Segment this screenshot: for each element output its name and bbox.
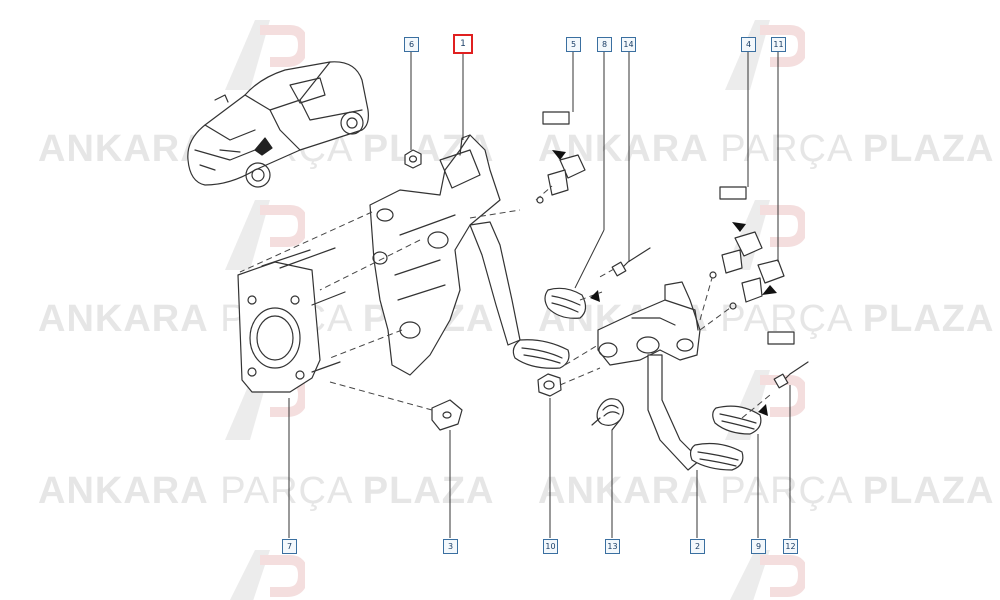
callout-13[interactable]: 13 [605, 539, 620, 554]
nut-10 [537, 373, 562, 397]
callout-6[interactable]: 6 [404, 37, 419, 52]
rivet-14 [611, 247, 651, 277]
pedal-pad-8 [544, 287, 587, 319]
callout-2[interactable]: 2 [690, 539, 705, 554]
watermark-logo [230, 550, 305, 600]
pedal-sensor-11 [729, 259, 795, 345]
pedal-bracket [237, 247, 346, 393]
watermark-text: ANKARA PARÇA PLAZA [38, 470, 495, 512]
watermark-logo [730, 550, 805, 600]
clutch-pedal-bracket [597, 281, 701, 366]
watermark-logo [225, 20, 305, 90]
callout-7[interactable]: 7 [282, 539, 297, 554]
callout-11[interactable]: 11 [771, 37, 786, 52]
callout-14[interactable]: 14 [621, 37, 636, 52]
spring-13 [591, 398, 625, 431]
callout-1-selected[interactable]: 1 [453, 34, 473, 54]
washer-3 [431, 399, 463, 431]
pedal-pad-9 [712, 405, 762, 435]
pedal-sensor-4 [709, 186, 763, 279]
nut-6 [404, 149, 422, 169]
rivet-12 [773, 361, 809, 389]
callout-3[interactable]: 3 [443, 539, 458, 554]
clutch-pedal-arm [647, 354, 744, 471]
callout-10[interactable]: 10 [543, 539, 558, 554]
car-locator-illustration [187, 61, 369, 188]
brake-pedal-arm [469, 221, 570, 369]
pedal-sensor-5 [536, 111, 586, 204]
watermark-text: ANKARA PARÇA PLAZA [538, 470, 995, 512]
watermark-text: ANKARA PARÇA PLAZA [538, 128, 995, 170]
callout-8[interactable]: 8 [597, 37, 612, 52]
callout-12[interactable]: 12 [783, 539, 798, 554]
callout-5[interactable]: 5 [566, 37, 581, 52]
brake-pedal-housing [369, 134, 501, 376]
watermark-logo [225, 200, 305, 270]
callout-4[interactable]: 4 [741, 37, 756, 52]
callout-9[interactable]: 9 [751, 539, 766, 554]
